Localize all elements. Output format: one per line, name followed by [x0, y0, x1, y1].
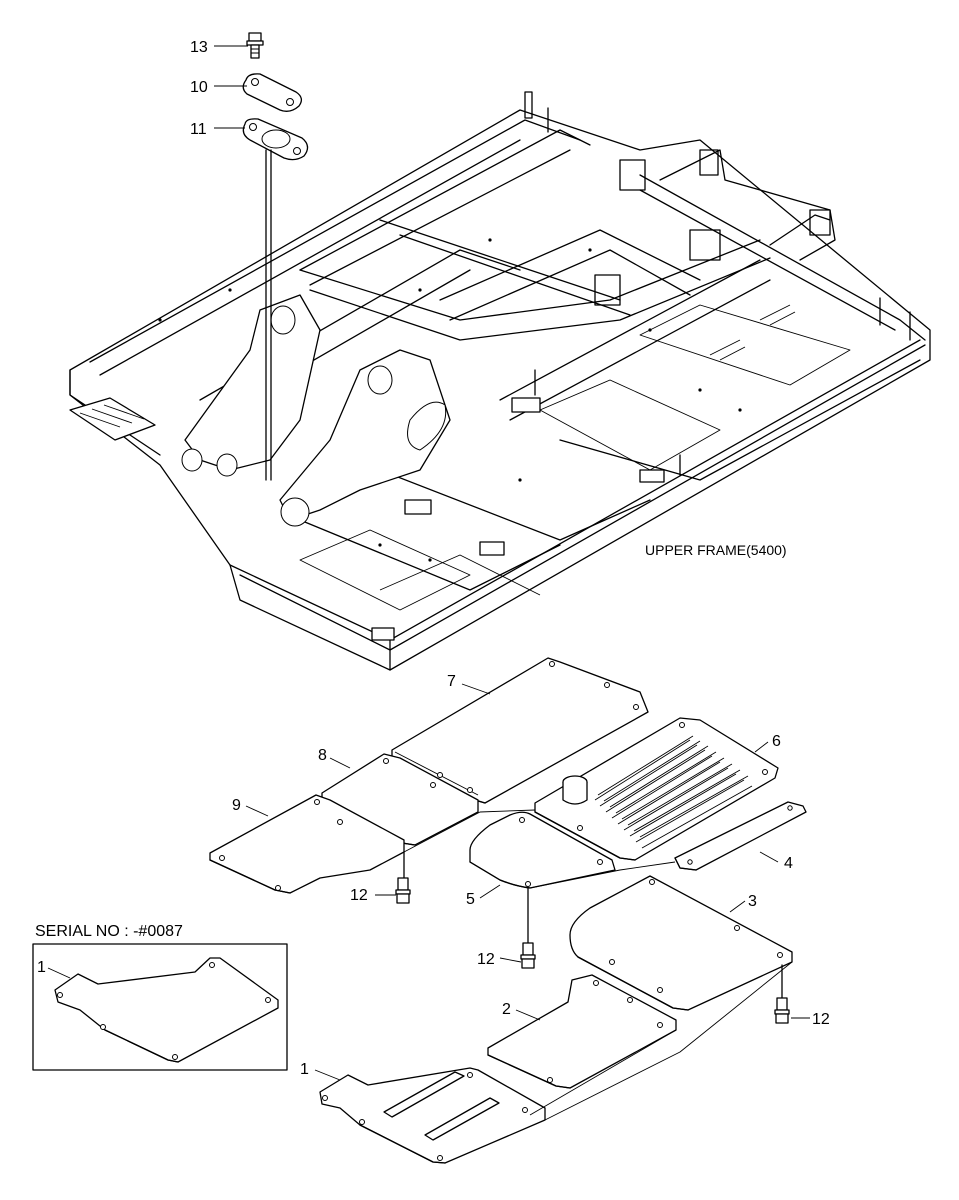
- bolt-13: [246, 32, 264, 59]
- callout-12-a: 12: [350, 887, 368, 904]
- serial-label: SERIAL NO : -#0087: [35, 923, 183, 940]
- floor-plate-9: [209, 794, 405, 894]
- callout-6: 6: [772, 733, 781, 750]
- floor-plate-2: [487, 974, 677, 1089]
- callout-2: 2: [502, 1001, 511, 1018]
- callout-1-inset: 1: [37, 959, 46, 976]
- serial-inset: [32, 943, 288, 1071]
- bolt-12-c: [774, 964, 790, 1024]
- callout-9: 9: [232, 797, 241, 814]
- callout-3: 3: [748, 893, 757, 910]
- floor-plate-4: [674, 801, 807, 871]
- callout-1: 1: [300, 1061, 309, 1078]
- grate-slots: [594, 735, 753, 849]
- callout-5: 5: [466, 891, 475, 908]
- floor-plate-1: [319, 1067, 546, 1164]
- callout-11: 11: [190, 121, 207, 138]
- bolt-12-b: [520, 887, 536, 969]
- callout-7: 7: [447, 673, 456, 690]
- callout-8: 8: [318, 747, 327, 764]
- callout-12-c: 12: [812, 1011, 830, 1028]
- cover-plate-10: [242, 73, 303, 112]
- floor-plate-5: [469, 811, 616, 889]
- floor-plate-6: [534, 717, 779, 861]
- callout-12-b: 12: [477, 951, 495, 968]
- gasket-11: [242, 118, 309, 161]
- upper-frame: [69, 91, 931, 671]
- callout-13: 13: [190, 39, 208, 56]
- callout-4: 4: [784, 855, 793, 872]
- frame-label: UPPER FRAME(5400): [645, 542, 787, 558]
- bolt-12-a: [395, 851, 411, 904]
- leader-lines: [47, 45, 810, 1081]
- callout-10: 10: [190, 79, 208, 96]
- inset-floor-plate-1: [54, 957, 279, 1063]
